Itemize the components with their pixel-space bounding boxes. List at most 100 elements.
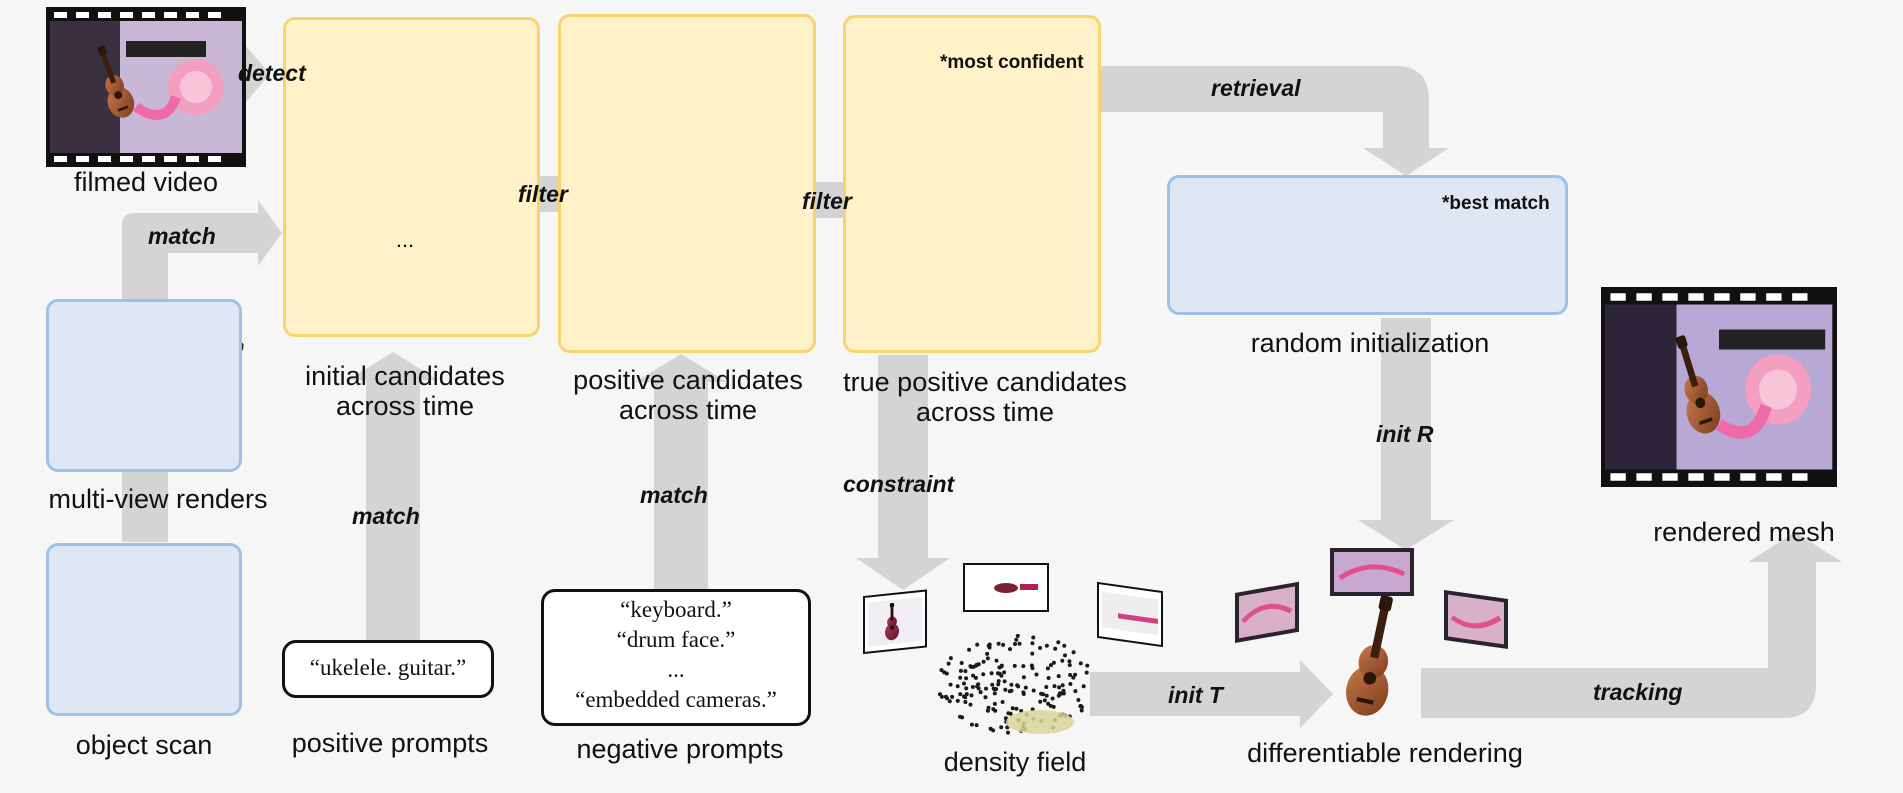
density-field-label: density field: [943, 747, 1087, 777]
differentiable-rendering-image: [1235, 548, 1508, 720]
density-point: [958, 692, 963, 697]
density-point: [992, 687, 997, 692]
density-point: [1030, 651, 1035, 656]
density-point: [989, 671, 994, 676]
density-point: [985, 651, 990, 656]
constraint-label: constraint: [843, 471, 955, 497]
density-point: [1006, 711, 1011, 716]
density-point: [974, 723, 979, 728]
density-point: [990, 682, 995, 687]
object-scan-box: [46, 543, 242, 716]
density-point: [996, 671, 1000, 676]
tracking-arrow: [1421, 532, 1842, 718]
negative-prompt-line-4: “embedded cameras.”: [575, 687, 777, 712]
density-point: [1044, 685, 1049, 689]
density-point: [992, 701, 997, 706]
density-point: [1067, 659, 1072, 664]
true-positive-label-2: across time: [915, 397, 1055, 427]
density-point: [1031, 688, 1036, 693]
filter2-label: filter: [802, 188, 852, 214]
true-positive-candidates-box: [843, 15, 1101, 353]
density-point: [1002, 679, 1007, 684]
density-point: [1021, 664, 1026, 669]
density-point: [994, 658, 999, 663]
density-point: [968, 702, 973, 707]
density-point: [960, 715, 965, 720]
density-point: [1016, 684, 1021, 689]
density-point: [1057, 685, 1062, 690]
positive-prompt-box: [282, 640, 494, 698]
positive-prompt-text: “ukelele. guitar.”: [309, 655, 467, 680]
density-point: [1061, 688, 1066, 693]
tracking-label: tracking: [1593, 679, 1683, 705]
density-point: [991, 707, 996, 712]
density-point: [1056, 674, 1061, 679]
filter1-label: filter: [518, 181, 568, 207]
density-point: [1053, 646, 1058, 651]
density-point: [999, 725, 1004, 730]
density-point: [1044, 643, 1049, 648]
density-point: [1038, 699, 1043, 704]
density-point: [1000, 700, 1005, 704]
retrieval-arrow: [1101, 66, 1449, 176]
density-point: [958, 675, 963, 680]
density-point: [996, 679, 1001, 684]
density-point: [1044, 693, 1049, 698]
negative-prompt-line-3: ...: [667, 657, 685, 682]
density-point: [1017, 641, 1022, 646]
init-t-label: init T: [1168, 682, 1223, 708]
density-point: [1079, 708, 1084, 713]
density-point: [1002, 670, 1007, 675]
density-point: [964, 676, 969, 681]
density-point: [1003, 687, 1008, 692]
scan-to-renders-arrow: [122, 470, 168, 542]
density-point: [1051, 660, 1056, 665]
density-point: [962, 681, 966, 686]
density-point: [1067, 663, 1072, 668]
init-r-label: init R: [1376, 421, 1434, 447]
density-point: [1084, 670, 1089, 675]
density-point: [963, 669, 968, 674]
density-point: [1038, 646, 1043, 650]
initial-candidates-ellipsis: ...: [395, 227, 415, 252]
positive-candidates-label-1: positive candidates: [573, 365, 803, 395]
density-point: [1010, 706, 1015, 711]
match-top-label: match: [148, 223, 216, 249]
density-point: [1021, 675, 1026, 680]
density-point: [948, 656, 953, 661]
density-point: [985, 656, 990, 661]
density-point: [963, 700, 968, 704]
density-point: [1030, 641, 1035, 646]
density-point: [945, 696, 950, 701]
match-neg-label: match: [640, 482, 708, 508]
detect-label: detect: [238, 60, 306, 86]
density-point: [1039, 691, 1044, 696]
positive-candidates-label-2: across time: [618, 395, 758, 425]
density-point: [939, 668, 944, 673]
density-point: [1073, 672, 1078, 677]
density-point: [938, 692, 942, 697]
density-point: [981, 672, 986, 677]
density-point: [1056, 640, 1061, 645]
density-point: [969, 693, 974, 698]
density-point: [1013, 642, 1017, 646]
density-point: [968, 664, 973, 669]
density-point: [1050, 696, 1055, 701]
density-point: [971, 673, 976, 678]
rendered-mesh-label: rendered mesh: [1653, 517, 1835, 547]
density-point: [1023, 685, 1028, 690]
density-point: [1029, 663, 1034, 668]
density-point: [1081, 684, 1086, 689]
density-point: [1062, 643, 1067, 648]
density-point: [991, 728, 996, 733]
best-match-note: *best match: [1442, 193, 1550, 214]
filmed-video-label: filmed video: [73, 167, 219, 197]
match-top-arrow: [122, 200, 282, 300]
density-point: [1007, 689, 1012, 694]
density-point: [1042, 698, 1047, 703]
initial-candidates-label-2: across time: [335, 391, 475, 421]
density-point: [1006, 730, 1010, 735]
density-point: [1005, 725, 1010, 730]
negative-prompt-line-1: “keyboard.”: [620, 597, 732, 622]
density-point: [1076, 698, 1081, 702]
